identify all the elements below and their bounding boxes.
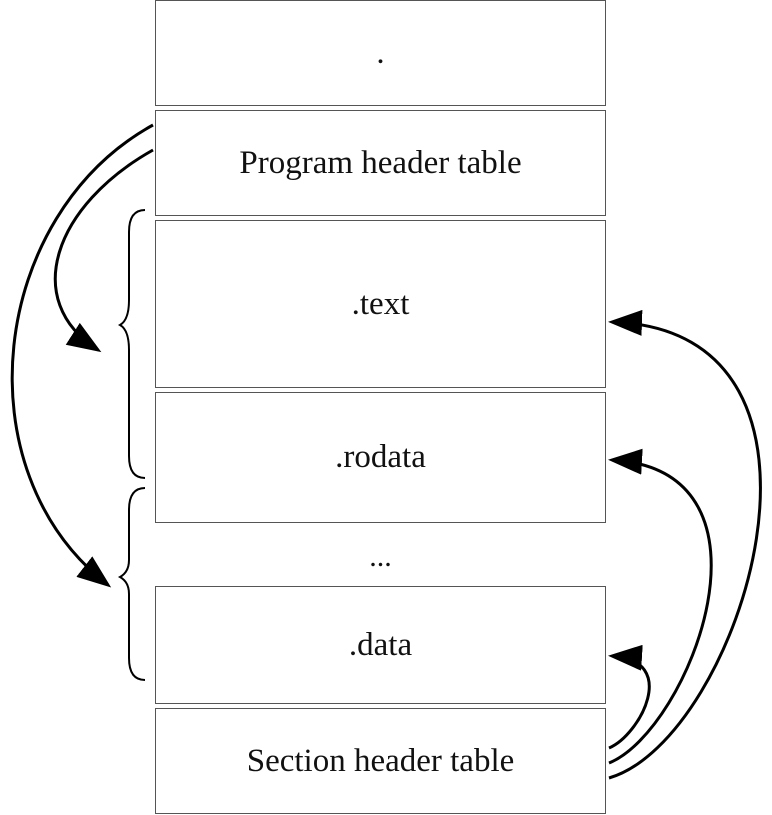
- program-header-arrow-lower: [10, 123, 154, 588]
- ellipsis-sections: ...: [155, 532, 606, 582]
- program-header-table-label: Program header table: [239, 144, 522, 181]
- section-header-table-label: Section header table: [246, 742, 515, 779]
- section-header-table-box: Section header table: [155, 708, 606, 814]
- elf-header-label: .: [376, 34, 385, 71]
- data-section-box: .data: [155, 586, 606, 704]
- segment-brace-upper: [117, 209, 146, 479]
- text-section-label: .text: [351, 285, 410, 322]
- ellipsis-label: ...: [369, 540, 392, 573]
- rodata-section-label: .rodata: [335, 439, 426, 475]
- text-section-box: .text: [155, 220, 606, 388]
- elf-header-box: .: [155, 0, 606, 106]
- data-section-label: .data: [348, 626, 413, 663]
- rodata-section-box: .rodata: [155, 392, 606, 523]
- program-header-arrow-upper: [53, 148, 154, 353]
- section-header-arrow-to-data: [608, 644, 651, 750]
- program-header-table-box: Program header table: [155, 110, 606, 216]
- section-header-arrow-to-rodata: [608, 448, 713, 765]
- section-header-arrow-to-text: [608, 309, 762, 780]
- segment-brace-lower: [117, 487, 146, 681]
